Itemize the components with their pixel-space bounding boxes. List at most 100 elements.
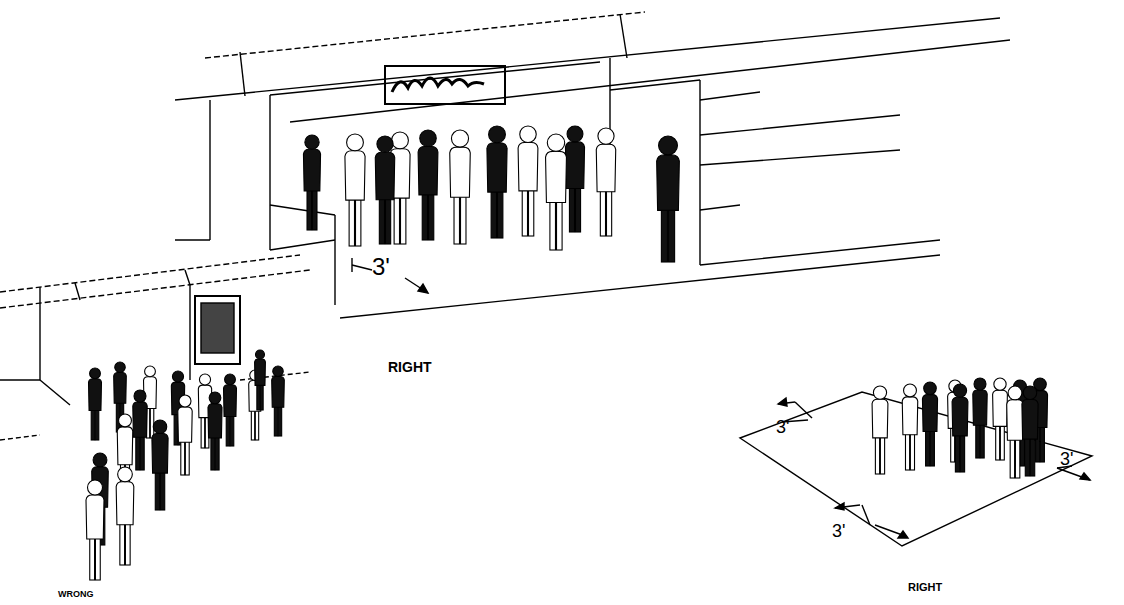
caption-label: RIGHT bbox=[388, 360, 432, 374]
leg bbox=[125, 519, 130, 565]
torso bbox=[116, 482, 134, 525]
leg bbox=[356, 194, 361, 246]
head bbox=[90, 368, 101, 379]
head bbox=[256, 350, 265, 359]
torso bbox=[255, 359, 266, 385]
leg bbox=[1000, 421, 1004, 460]
person-figure bbox=[657, 136, 680, 262]
head bbox=[520, 126, 537, 143]
head bbox=[88, 480, 103, 495]
torso bbox=[345, 151, 365, 200]
torso bbox=[114, 373, 127, 404]
head bbox=[93, 453, 107, 467]
dimension-label: 3' bbox=[776, 418, 789, 436]
head bbox=[179, 395, 191, 407]
torso bbox=[86, 495, 104, 539]
leg bbox=[394, 192, 399, 244]
torso bbox=[303, 149, 320, 191]
leg bbox=[557, 196, 563, 250]
torso bbox=[272, 377, 285, 408]
torso bbox=[922, 395, 937, 432]
leg bbox=[960, 430, 964, 472]
person-figure bbox=[208, 392, 222, 470]
head bbox=[209, 392, 221, 404]
dimension-label: 3' bbox=[1060, 450, 1073, 468]
head bbox=[153, 420, 167, 434]
leg bbox=[1015, 435, 1019, 478]
person-figure bbox=[902, 384, 917, 470]
person-figure bbox=[418, 130, 438, 240]
leg bbox=[120, 519, 125, 565]
leg bbox=[926, 426, 930, 466]
leg bbox=[905, 429, 909, 470]
leg bbox=[910, 429, 914, 470]
person-figure bbox=[1022, 386, 1038, 476]
person-figure bbox=[116, 467, 134, 565]
person-figure bbox=[565, 126, 584, 232]
leg bbox=[606, 185, 611, 236]
leg bbox=[160, 468, 164, 511]
torso bbox=[178, 407, 192, 442]
person-figure bbox=[375, 136, 394, 244]
head bbox=[1008, 386, 1022, 400]
leg bbox=[930, 426, 934, 466]
head bbox=[119, 414, 132, 427]
leg bbox=[385, 193, 390, 244]
torso bbox=[657, 155, 680, 210]
person-figure bbox=[255, 350, 266, 410]
head bbox=[199, 374, 210, 385]
torso bbox=[1007, 400, 1024, 440]
leg bbox=[498, 186, 503, 238]
head bbox=[547, 134, 564, 151]
person-figure bbox=[1007, 386, 1024, 478]
leg bbox=[349, 194, 354, 246]
person-figure bbox=[872, 386, 888, 474]
leg bbox=[875, 432, 879, 474]
head bbox=[451, 130, 468, 147]
person-figure bbox=[993, 378, 1008, 460]
leg bbox=[550, 196, 556, 250]
head bbox=[598, 128, 614, 144]
leg bbox=[955, 430, 959, 472]
torso bbox=[872, 399, 888, 438]
person-figure bbox=[89, 368, 102, 440]
head bbox=[172, 371, 183, 382]
leg bbox=[528, 185, 533, 237]
leg bbox=[1030, 434, 1034, 477]
head bbox=[873, 386, 886, 399]
people-figures bbox=[86, 126, 1048, 580]
person-figure bbox=[345, 134, 365, 246]
torso bbox=[902, 397, 917, 435]
leg bbox=[669, 203, 675, 262]
leg bbox=[422, 189, 427, 241]
person-figure bbox=[518, 126, 538, 236]
head bbox=[953, 384, 966, 397]
torso bbox=[596, 144, 615, 192]
torso bbox=[208, 404, 222, 438]
head bbox=[305, 135, 319, 149]
leg bbox=[379, 193, 384, 244]
head bbox=[420, 130, 437, 147]
head bbox=[1023, 386, 1037, 400]
leg bbox=[600, 185, 605, 236]
head bbox=[994, 378, 1006, 390]
head bbox=[273, 366, 284, 377]
torso bbox=[418, 147, 438, 195]
torso bbox=[487, 143, 507, 192]
head bbox=[134, 390, 146, 402]
person-figure bbox=[922, 382, 937, 466]
head bbox=[659, 136, 678, 155]
person-figure bbox=[86, 480, 104, 580]
person-figure bbox=[450, 130, 471, 244]
leg bbox=[1010, 435, 1014, 478]
head bbox=[225, 374, 236, 385]
leg bbox=[454, 191, 459, 244]
person-figure bbox=[303, 135, 320, 230]
head bbox=[974, 378, 986, 390]
leg bbox=[569, 182, 574, 232]
leg bbox=[90, 533, 95, 580]
torso bbox=[973, 390, 987, 425]
leg bbox=[491, 186, 496, 238]
